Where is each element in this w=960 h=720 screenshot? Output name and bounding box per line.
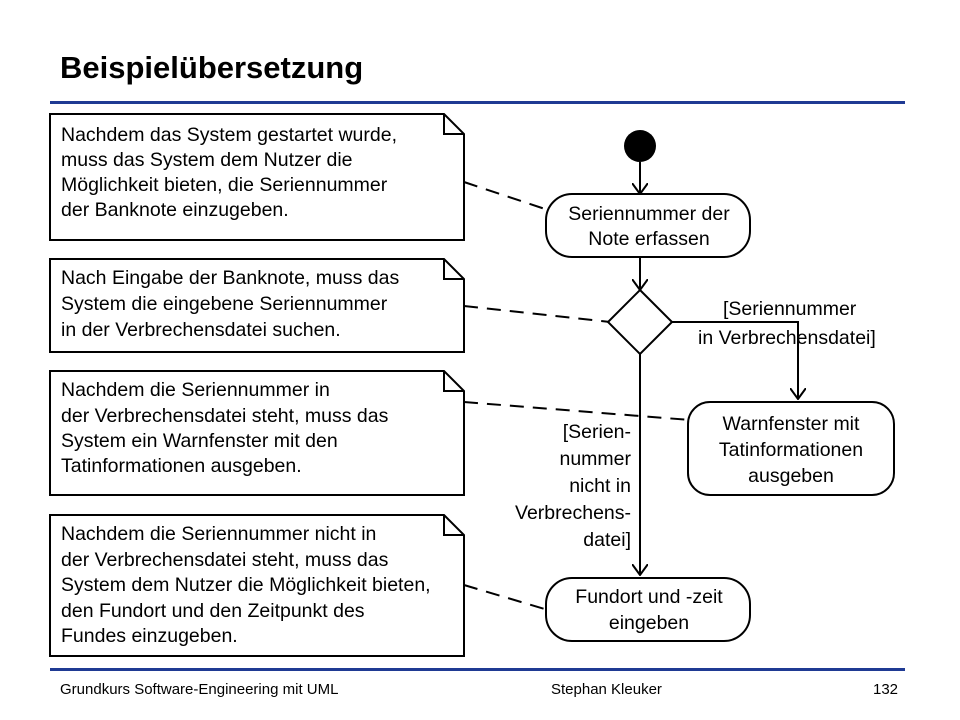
action-warn-window-line-3: ausgeben <box>748 465 834 487</box>
note-2-line-2: System die eingebene Seriennummer <box>61 293 388 315</box>
footer-course-title: Grundkurs Software-Engineering mit UML <box>60 681 339 698</box>
action-enter-serial-line-2: Note erfassen <box>588 228 709 250</box>
note-1: Nachdem das System gestartet wurde, muss… <box>49 113 465 241</box>
note-1-line-4: der Banknote einzugeben. <box>61 199 289 221</box>
slide-title: Beispielübersetzung <box>60 50 364 85</box>
note-2-anchor <box>463 305 611 323</box>
guard-not-in-file-line-2: nummer <box>559 448 631 470</box>
note-1-anchor <box>463 181 549 211</box>
title-divider <box>50 101 905 104</box>
note-4-line-3: System dem Nutzer die Möglichkeit bieten… <box>61 574 431 596</box>
initial-node <box>624 130 656 162</box>
note-1-line-1: Nachdem das System gestartet wurde, <box>61 124 397 146</box>
note-3-line-3: System ein Warnfenster mit den <box>61 430 338 452</box>
note-2-line-1: Nach Eingabe der Banknote, muss das <box>61 267 399 289</box>
action-enter-serial-line-1: Seriennummer der <box>568 203 730 225</box>
note-4-line-5: Fundes einzugeben. <box>61 625 238 647</box>
note-2: Nach Eingabe der Banknote, muss das Syst… <box>49 258 465 353</box>
note-2-line-3: in der Verbrechensdatei suchen. <box>61 319 341 341</box>
note-3-line-2: der Verbrechensdatei steht, muss das <box>61 405 389 427</box>
note-1-line-2: muss das System dem Nutzer die <box>61 149 353 171</box>
note-1-line-3: Möglichkeit bieten, die Seriennummer <box>61 174 388 196</box>
guard-not-in-file-line-4: Verbrechens- <box>515 502 631 524</box>
action-warn-window: Warnfenster mit Tatinformationen ausgebe… <box>687 401 895 496</box>
guard-in-file: [Seriennummer in Verbrechensdatei] <box>698 298 876 349</box>
action-enter-location-line-2: eingeben <box>609 612 689 634</box>
guard-in-file-line-1: [Seriennummer <box>723 298 857 320</box>
footer-author: Stephan Kleuker <box>551 681 662 698</box>
guard-in-file-line-2: in Verbrechensdatei] <box>698 327 876 349</box>
guard-not-in-file-line-3: nicht in <box>569 475 631 497</box>
flow-decision-to-warn <box>672 321 798 399</box>
action-warn-window-line-2: Tatinformationen <box>719 439 863 461</box>
note-4-line-4: den Fundort und den Zeitpunkt des <box>61 600 365 622</box>
note-3-anchor <box>463 401 691 421</box>
action-enter-location: Fundort und -zeit eingeben <box>545 577 751 642</box>
control-flows <box>640 162 798 575</box>
guard-not-in-file: [Serien- nummer nicht in Verbrechens- da… <box>515 421 631 551</box>
action-enter-location-line-1: Fundort und -zeit <box>575 586 723 608</box>
note-4-line-1: Nachdem die Seriennummer nicht in <box>61 523 376 545</box>
note-3-line-4: Tatinformationen ausgeben. <box>61 455 302 477</box>
footer-divider <box>50 668 905 671</box>
note-4-line-2: der Verbrechensdatei steht, muss das <box>61 549 389 571</box>
action-enter-serial: Seriennummer der Note erfassen <box>545 193 751 258</box>
note-anchors <box>463 181 691 611</box>
action-warn-window-line-1: Warnfenster mit <box>723 413 860 435</box>
page-number: 132 <box>873 681 899 698</box>
note-4-anchor <box>463 584 549 611</box>
guard-not-in-file-line-5: datei] <box>583 529 631 551</box>
note-4: Nachdem die Seriennummer nicht in der Ve… <box>49 514 465 657</box>
guard-not-in-file-line-1: [Serien- <box>563 421 631 443</box>
note-3: Nachdem die Seriennummer in der Verbrech… <box>49 370 465 496</box>
decision-node <box>606 288 674 356</box>
note-3-line-1: Nachdem die Seriennummer in <box>61 379 330 401</box>
